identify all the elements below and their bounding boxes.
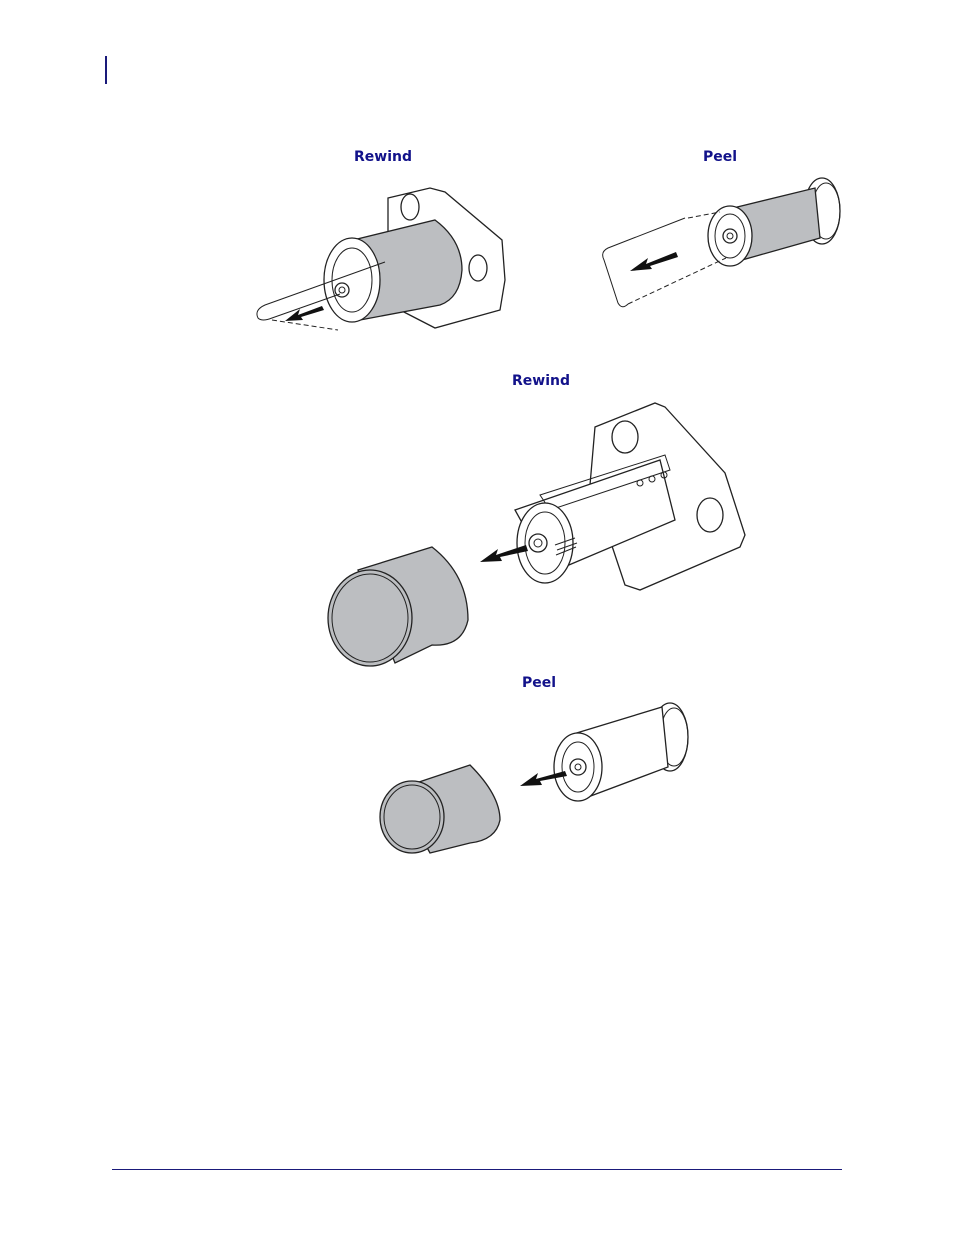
footer-rule bbox=[112, 1169, 842, 1170]
rewind-media-removal-illustration bbox=[320, 395, 760, 675]
figure-label-peel-top: Peel bbox=[703, 149, 737, 165]
figure-label-rewind-middle: Rewind bbox=[512, 373, 570, 389]
figure-label-rewind-top: Rewind bbox=[354, 149, 412, 165]
peel-hook-removal-illustration bbox=[590, 170, 850, 320]
figure-label-peel-bottom: Peel bbox=[522, 675, 556, 691]
rewind-hook-removal-illustration bbox=[240, 170, 520, 340]
peel-media-removal-illustration bbox=[370, 695, 700, 860]
margin-change-bar bbox=[105, 56, 107, 84]
